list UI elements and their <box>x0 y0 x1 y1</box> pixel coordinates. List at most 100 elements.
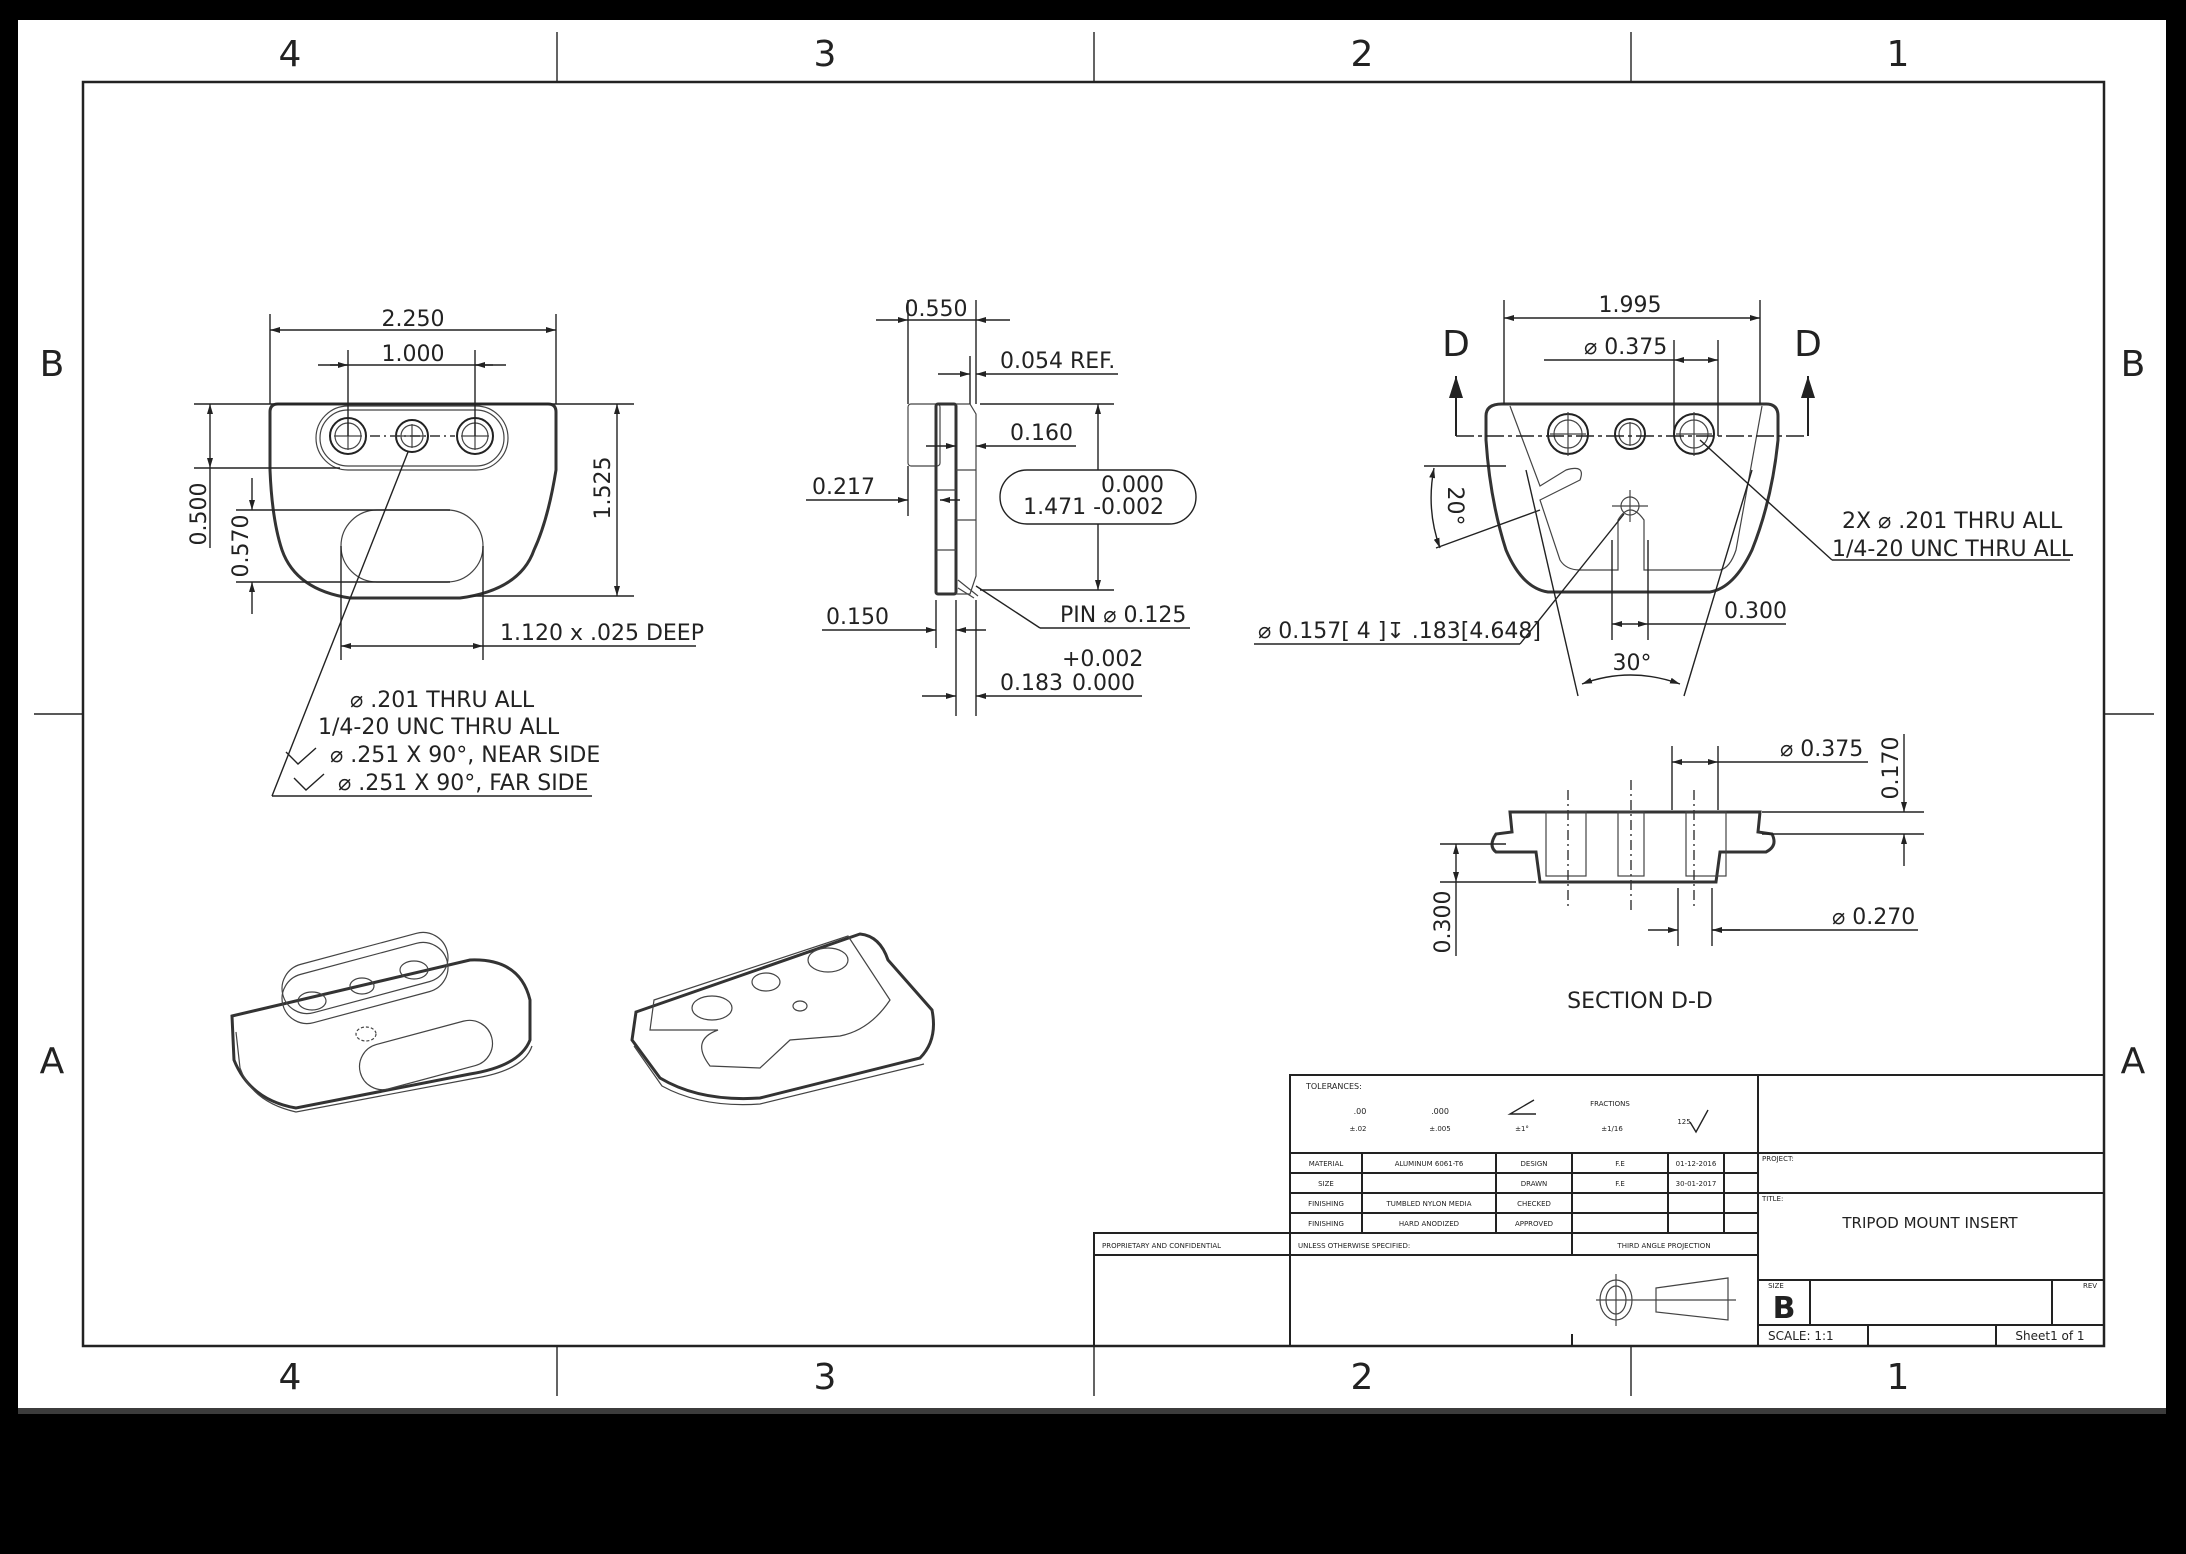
svg-text:APPROVED: APPROVED <box>1515 1220 1553 1228</box>
dim-height-upper-tol: 0.000 <box>1101 473 1164 498</box>
fractions-label: FRACTIONS <box>1590 1100 1630 1108</box>
dim-150: 0.150 <box>826 605 889 630</box>
tol-fraction-value: ±1/16 <box>1601 1125 1623 1133</box>
rev-label: REV <box>2083 1282 2097 1290</box>
dim-183-upper-tol: +0.002 <box>1062 647 1143 672</box>
zone-bottom-2: 2 <box>1351 1357 1374 1398</box>
dim-slot-width: 0.300 <box>1724 599 1787 624</box>
tol-3place-value: ±.005 <box>1429 1125 1450 1133</box>
section-view: ⌀ 0.375 0.170 0.300 ⌀ 0.270 SECTION D-D <box>1431 734 1924 1014</box>
third-angle-projection-icon <box>1596 1274 1736 1326</box>
side-view: 0.550 0.054 REF. 0.160 0.217 0.000 1.471… <box>806 297 1197 716</box>
drawing-border <box>34 32 2154 1396</box>
zone-top-4: 4 <box>279 34 302 75</box>
dim-pin: PIN ⌀ 0.125 <box>1060 603 1186 628</box>
svg-text:FINISHING: FINISHING <box>1308 1220 1344 1228</box>
svg-text:SIZE: SIZE <box>1318 1180 1334 1188</box>
proprietary-label: PROPRIETARY AND CONFIDENTIAL <box>1102 1242 1221 1250</box>
drawing-title: TRIPOD MOUNT INSERT <box>1841 1214 2018 1232</box>
basic-dim-box <box>999 469 1197 525</box>
section-label-right: D <box>1794 324 1822 365</box>
svg-text:FINISHING: FINISHING <box>1308 1200 1344 1208</box>
back-callout-line-2: 1/4-20 UNC THRU ALL <box>1832 537 2074 562</box>
back-hole-center <box>1614 418 1646 450</box>
zone-top-1: 1 <box>1887 34 1910 75</box>
zone-labels: 4 3 2 1 4 3 2 1 B A B A <box>40 34 2146 1398</box>
dim-hole-spacing: 1.000 <box>382 342 445 367</box>
countersink-icon <box>293 773 325 791</box>
unless-specified-label: UNLESS OTHERWISE SPECIFIED: <box>1298 1242 1410 1250</box>
svg-text:F.E: F.E <box>1615 1180 1625 1188</box>
dim-slot-height: 0.570 <box>229 515 254 578</box>
back-view: D D 1.995 ⌀ 0.375 20° 30° 0.300 ⌀ 0.157[… <box>1254 293 2074 697</box>
tol-3place: .000 <box>1431 1107 1449 1116</box>
tol-2place-value: ±.02 <box>1350 1125 1367 1133</box>
callout-line-2: 1/4-20 UNC THRU ALL <box>318 715 560 740</box>
dim-overall-width: 2.250 <box>382 307 445 332</box>
dim-ref: 0.054 REF. <box>1000 349 1115 374</box>
callout-line-3: ⌀ .251 X 90°, NEAR SIDE <box>330 743 600 768</box>
dim-top-offset: 0.500 <box>187 483 212 546</box>
sheet-shadow <box>18 1408 2166 1414</box>
tb-row-finishing-2: FINISHING HARD ANODIZED APPROVED <box>1308 1220 1553 1228</box>
svg-text:DESIGN: DESIGN <box>1521 1160 1548 1168</box>
dim-section-hole: ⌀ 0.270 <box>1832 905 1915 930</box>
front-hole-callout: ⌀ .201 THRU ALL 1/4-20 UNC THRU ALL ⌀ .2… <box>285 688 600 796</box>
dim-back-bore: ⌀ 0.375 <box>1584 335 1667 360</box>
project-label: PROJECT: <box>1762 1155 1794 1163</box>
dim-183-lower-tol: 0.000 <box>1072 671 1135 696</box>
svg-text:DRAWN: DRAWN <box>1521 1180 1548 1188</box>
dim-side-width: 0.550 <box>905 297 968 322</box>
section-title: SECTION D-D <box>1567 989 1713 1014</box>
dim-pin-hole: ⌀ 0.157[ 4 ]↧ .183[4.648] <box>1258 619 1541 644</box>
zone-right-b: B <box>2121 344 2146 385</box>
dim-overall-height: 1.525 <box>591 457 616 520</box>
surface-finish-icon <box>1689 1109 1709 1134</box>
svg-text:ALUMINUM 6061-T6: ALUMINUM 6061-T6 <box>1395 1160 1464 1168</box>
svg-text:HARD ANODIZED: HARD ANODIZED <box>1399 1220 1459 1228</box>
dim-217: 0.217 <box>812 475 875 500</box>
tb-row-size: SIZE DRAWN F.E 30-01-2017 <box>1318 1180 1716 1188</box>
scale-value: SCALE: 1:1 <box>1768 1329 1834 1343</box>
zone-left-b: B <box>40 344 65 385</box>
dim-section-bore: ⌀ 0.375 <box>1780 737 1863 762</box>
tolerances-label: TOLERANCES: <box>1305 1082 1362 1091</box>
front-view: 2.250 1.000 1.525 0.500 0.570 1.120 x .0… <box>187 307 704 797</box>
dim-183: 0.183 <box>1000 671 1063 696</box>
svg-text:TUMBLED NYLON MEDIA: TUMBLED NYLON MEDIA <box>1385 1200 1471 1208</box>
svg-text:F.E: F.E <box>1615 1160 1625 1168</box>
sheet-number: Sheet1 of 1 <box>2015 1329 2084 1343</box>
zone-bottom-3: 3 <box>814 1357 837 1398</box>
dim-back-width: 1.995 <box>1599 293 1662 318</box>
dim-angle-20: 20° <box>1442 487 1467 526</box>
svg-text:01-12-2016: 01-12-2016 <box>1676 1160 1717 1168</box>
dim-section-depth: 0.170 <box>1879 737 1904 800</box>
title-label: TITLE: <box>1761 1195 1783 1203</box>
tb-row-material: MATERIAL ALUMINUM 6061-T6 DESIGN F.E 01-… <box>1309 1160 1717 1168</box>
callout-line-1: ⌀ .201 THRU ALL <box>350 688 535 713</box>
isometric-view-back <box>630 932 935 1106</box>
size-value: B <box>1773 1291 1796 1326</box>
countersink-icon <box>285 747 317 765</box>
svg-text:30-01-2017: 30-01-2017 <box>1676 1180 1717 1188</box>
dim-160: 0.160 <box>1010 421 1073 446</box>
back-callout-line-1: 2X ⌀ .201 THRU ALL <box>1842 509 2063 534</box>
section-label-left: D <box>1442 324 1470 365</box>
dim-slot-callout: 1.120 x .025 DEEP <box>500 621 704 646</box>
size-label: SIZE <box>1768 1282 1784 1290</box>
dim-angle-30: 30° <box>1613 651 1652 676</box>
title-block: TOLERANCES: .00 ±.02 .000 ±.005 ±1° FRAC… <box>1093 1074 2105 1347</box>
zone-top-3: 3 <box>814 34 837 75</box>
drawing-sheet <box>18 20 2166 1408</box>
surface-finish-value: 125 <box>1677 1118 1690 1126</box>
tb-row-finishing-1: FINISHING TUMBLED NYLON MEDIA CHECKED <box>1308 1200 1551 1208</box>
projection-label: THIRD ANGLE PROJECTION <box>1616 1242 1710 1250</box>
back-hole-right <box>1673 412 1715 456</box>
tol-angle-value: ±1° <box>1515 1125 1529 1133</box>
angle-icon <box>1507 1099 1536 1115</box>
svg-text:CHECKED: CHECKED <box>1517 1200 1551 1208</box>
back-hole-left <box>1547 412 1589 456</box>
callout-line-4: ⌀ .251 X 90°, FAR SIDE <box>338 771 589 796</box>
tol-2place: .00 <box>1354 1107 1367 1116</box>
